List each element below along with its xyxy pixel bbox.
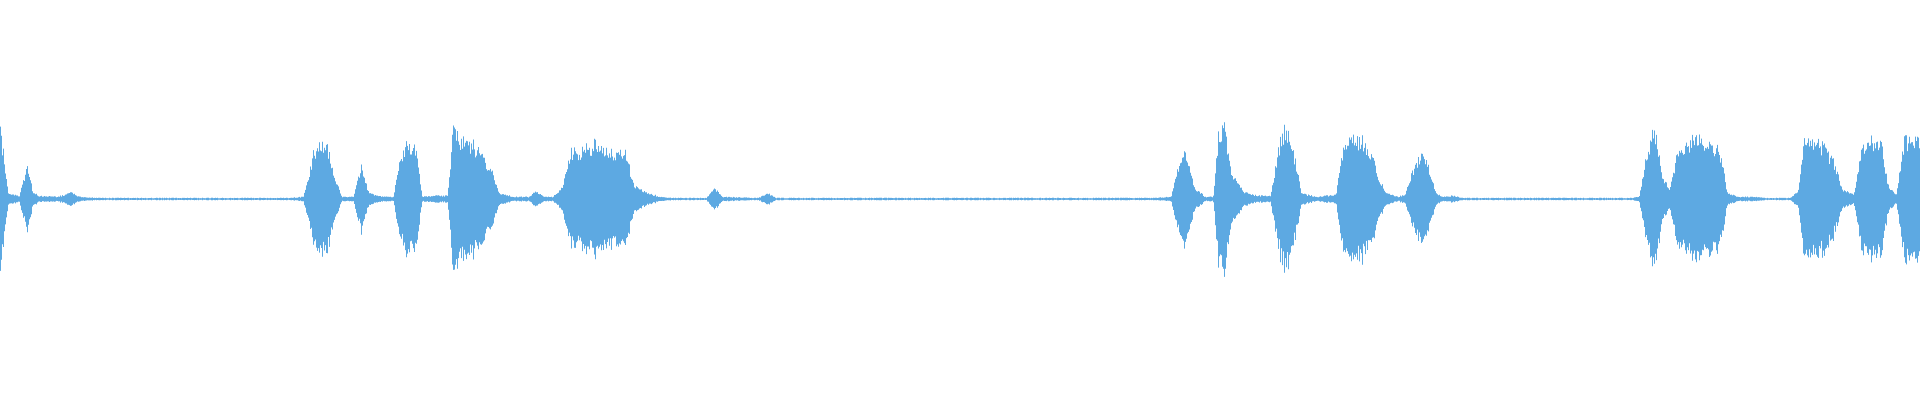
waveform-bars xyxy=(0,122,1920,277)
